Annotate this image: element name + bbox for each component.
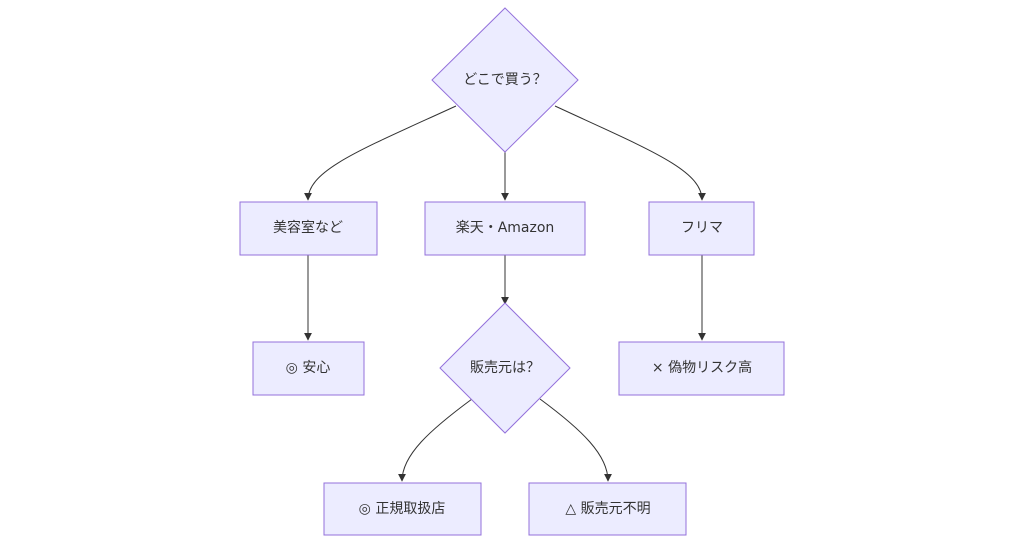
process-node-rakuten-amazon: 楽天・Amazon bbox=[424, 201, 586, 256]
edge-where-to-buy-flea-market bbox=[554, 105, 706, 201]
node-label: どこで買う？ bbox=[463, 72, 547, 88]
decision-diamond bbox=[431, 7, 579, 153]
process-box bbox=[648, 201, 755, 256]
process-node-salon: 美容室など bbox=[239, 201, 378, 256]
edge-seller-unknown-seller bbox=[539, 398, 612, 482]
node-label: × 偽物リスク高 bbox=[652, 359, 752, 376]
decision-diamond bbox=[439, 302, 571, 434]
result-node-unknown-seller: △ 販売元不明 bbox=[528, 482, 687, 536]
edges bbox=[304, 105, 706, 482]
nodes: どこで買う？ 美容室など 楽天・Amazon フリマ ◎ 安心 販売元は？ × … bbox=[239, 7, 785, 536]
node-label: 美容室など bbox=[273, 219, 343, 236]
process-box bbox=[424, 201, 586, 256]
node-label: 楽天・Amazon bbox=[456, 220, 555, 236]
node-label: 販売元は？ bbox=[470, 360, 540, 376]
node-label: ◎ 正規取扱店 bbox=[359, 501, 446, 517]
result-box bbox=[323, 482, 482, 536]
result-box bbox=[618, 341, 785, 396]
decision-node-where-to-buy: どこで買う？ bbox=[431, 7, 579, 153]
node-label: ◎ 安心 bbox=[286, 360, 331, 376]
decision-node-seller: 販売元は？ bbox=[439, 302, 571, 434]
result-node-authorized: ◎ 正規取扱店 bbox=[323, 482, 482, 536]
node-label: フリマ bbox=[681, 220, 723, 236]
edge-where-to-buy-salon bbox=[304, 105, 457, 201]
edge-seller-authorized bbox=[398, 398, 473, 482]
result-node-safe: ◎ 安心 bbox=[252, 341, 365, 396]
process-node-flea-market: フリマ bbox=[648, 201, 755, 256]
node-label: △ 販売元不明 bbox=[565, 501, 650, 517]
result-box bbox=[252, 341, 365, 396]
result-node-fake-risk: × 偽物リスク高 bbox=[618, 341, 785, 396]
result-box bbox=[528, 482, 687, 536]
process-box bbox=[239, 201, 378, 256]
